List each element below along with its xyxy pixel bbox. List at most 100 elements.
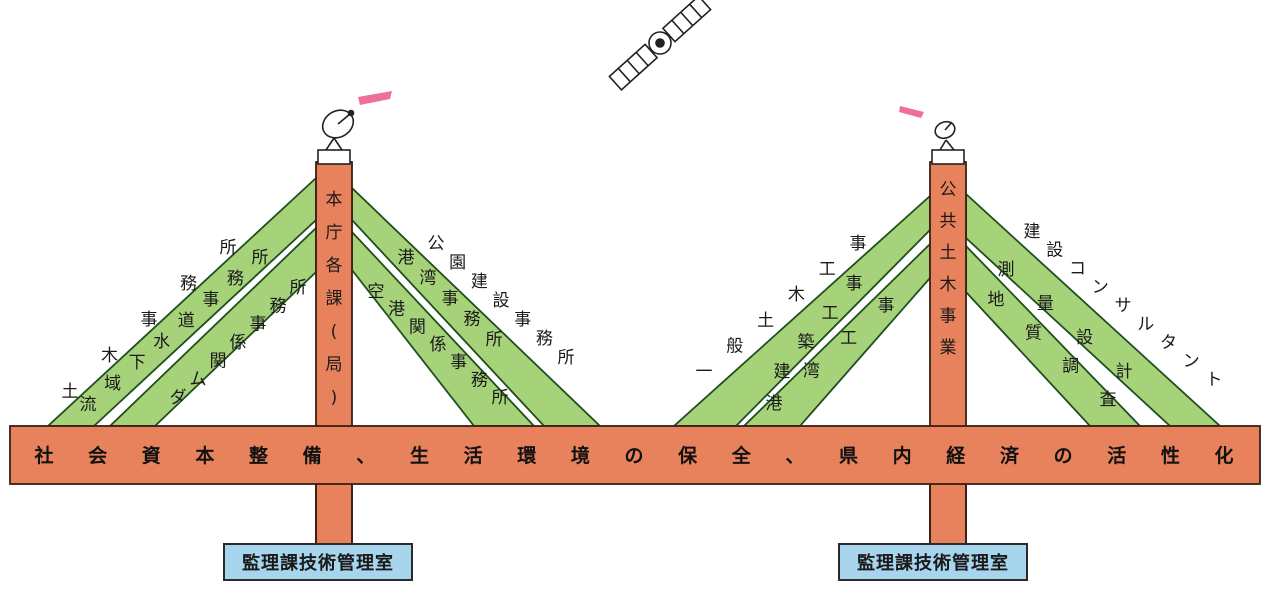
svg-text:ム: ム [190, 370, 207, 390]
svg-text:活: 活 [1107, 444, 1126, 467]
svg-text:各: 各 [326, 256, 343, 276]
svg-text:化: 化 [1214, 444, 1233, 467]
svg-text:サ: サ [1115, 296, 1132, 316]
svg-text:空: 空 [368, 282, 385, 302]
signal-beam-left [358, 91, 392, 105]
svg-text:域: 域 [104, 374, 121, 394]
svg-text:事: 事 [141, 310, 158, 330]
svg-text:): ) [331, 388, 338, 408]
svg-text:港: 港 [398, 248, 415, 268]
svg-text:環: 環 [517, 445, 537, 467]
svg-text:資: 資 [142, 444, 161, 467]
svg-text:県: 県 [839, 445, 858, 467]
svg-text:築: 築 [798, 333, 815, 353]
svg-text:本: 本 [326, 190, 343, 210]
svg-text:備: 備 [303, 444, 322, 467]
svg-text:事: 事 [940, 306, 957, 326]
svg-text:湾: 湾 [803, 361, 820, 381]
svg-text:公: 公 [940, 180, 957, 200]
svg-text:流: 流 [80, 395, 97, 415]
svg-text:会: 会 [88, 444, 107, 467]
signal-beam-right [899, 106, 924, 118]
svg-text:土: 土 [62, 382, 79, 402]
dish-antenna-icon [321, 109, 355, 151]
svg-text:全: 全 [731, 444, 752, 467]
svg-text:木: 木 [788, 285, 805, 305]
svg-text:共: 共 [940, 212, 957, 232]
svg-text:査: 査 [1100, 390, 1117, 410]
svg-text:質: 質 [1025, 323, 1042, 343]
svg-text:、: 、 [785, 445, 804, 467]
banner-text: 社会資本整備、生活環境の保全、県内経済の活性化 [33, 444, 1233, 467]
svg-text:ダ: ダ [170, 388, 187, 408]
svg-text:一: 一 [696, 362, 713, 382]
svg-text:ン: ン [1092, 278, 1109, 298]
svg-text:公: 公 [428, 234, 445, 254]
left-pillar [315, 161, 353, 545]
svg-text:土: 土 [757, 311, 774, 331]
svg-text:関: 関 [210, 351, 227, 371]
svg-text:般: 般 [726, 336, 743, 356]
svg-text:設: 設 [1046, 241, 1063, 261]
dish-antenna-icon [934, 120, 956, 151]
svg-text:港: 港 [388, 300, 405, 320]
svg-text:道: 道 [178, 311, 195, 331]
svg-text:係: 係 [430, 335, 447, 355]
right-office-box: 監理課技術管理室 [838, 543, 1028, 581]
svg-text:建: 建 [471, 272, 488, 292]
svg-text:木: 木 [101, 346, 118, 366]
svg-text:設: 設 [493, 291, 510, 311]
svg-text:生: 生 [410, 444, 429, 467]
svg-text:ト: ト [1206, 370, 1223, 390]
label-layer: 本庁各課(局)公共土木事業流域下水道事務所ダム関係事務所港湾事務所空港関係事務所… [33, 180, 1233, 467]
svg-text:済: 済 [1000, 444, 1020, 467]
svg-text:所: 所 [558, 348, 575, 368]
svg-text:務: 務 [270, 296, 287, 316]
svg-text:整: 整 [249, 444, 268, 467]
svg-text:ル: ル [1137, 315, 1154, 335]
svg-text:木: 木 [940, 275, 957, 295]
svg-text:水: 水 [153, 332, 170, 352]
svg-text:務: 務 [180, 274, 197, 294]
svg-text:本: 本 [195, 444, 214, 467]
svg-text:所: 所 [486, 330, 503, 350]
right-pillar-cap [931, 149, 965, 165]
svg-text:関: 関 [409, 317, 426, 337]
svg-text:工: 工 [819, 260, 836, 280]
svg-text:計: 計 [1116, 362, 1133, 382]
svg-text:事: 事 [878, 296, 895, 316]
svg-text:性: 性 [1161, 444, 1180, 467]
svg-text:事: 事 [250, 315, 267, 335]
svg-text:コ: コ [1069, 259, 1086, 279]
svg-text:務: 務 [471, 370, 488, 390]
svg-text:湾: 湾 [420, 269, 437, 289]
svg-text:量: 量 [1037, 294, 1054, 314]
svg-text:の: の [624, 445, 643, 467]
svg-text:建: 建 [774, 362, 791, 382]
svg-text:(: ( [331, 322, 338, 342]
svg-text:社: 社 [33, 444, 53, 467]
svg-text:保: 保 [677, 444, 698, 467]
svg-text:事: 事 [202, 290, 219, 310]
svg-text:境: 境 [571, 444, 590, 467]
svg-text:内: 内 [893, 444, 912, 467]
svg-text:事: 事 [846, 274, 863, 294]
svg-text:所: 所 [290, 278, 307, 298]
svg-text:所: 所 [252, 248, 269, 268]
svg-text:地: 地 [988, 290, 1005, 310]
svg-text:所: 所 [492, 388, 509, 408]
left-office-box: 監理課技術管理室 [223, 543, 413, 581]
svg-text:係: 係 [230, 333, 247, 353]
svg-text:下: 下 [129, 353, 146, 373]
svg-text:事: 事 [450, 353, 467, 373]
